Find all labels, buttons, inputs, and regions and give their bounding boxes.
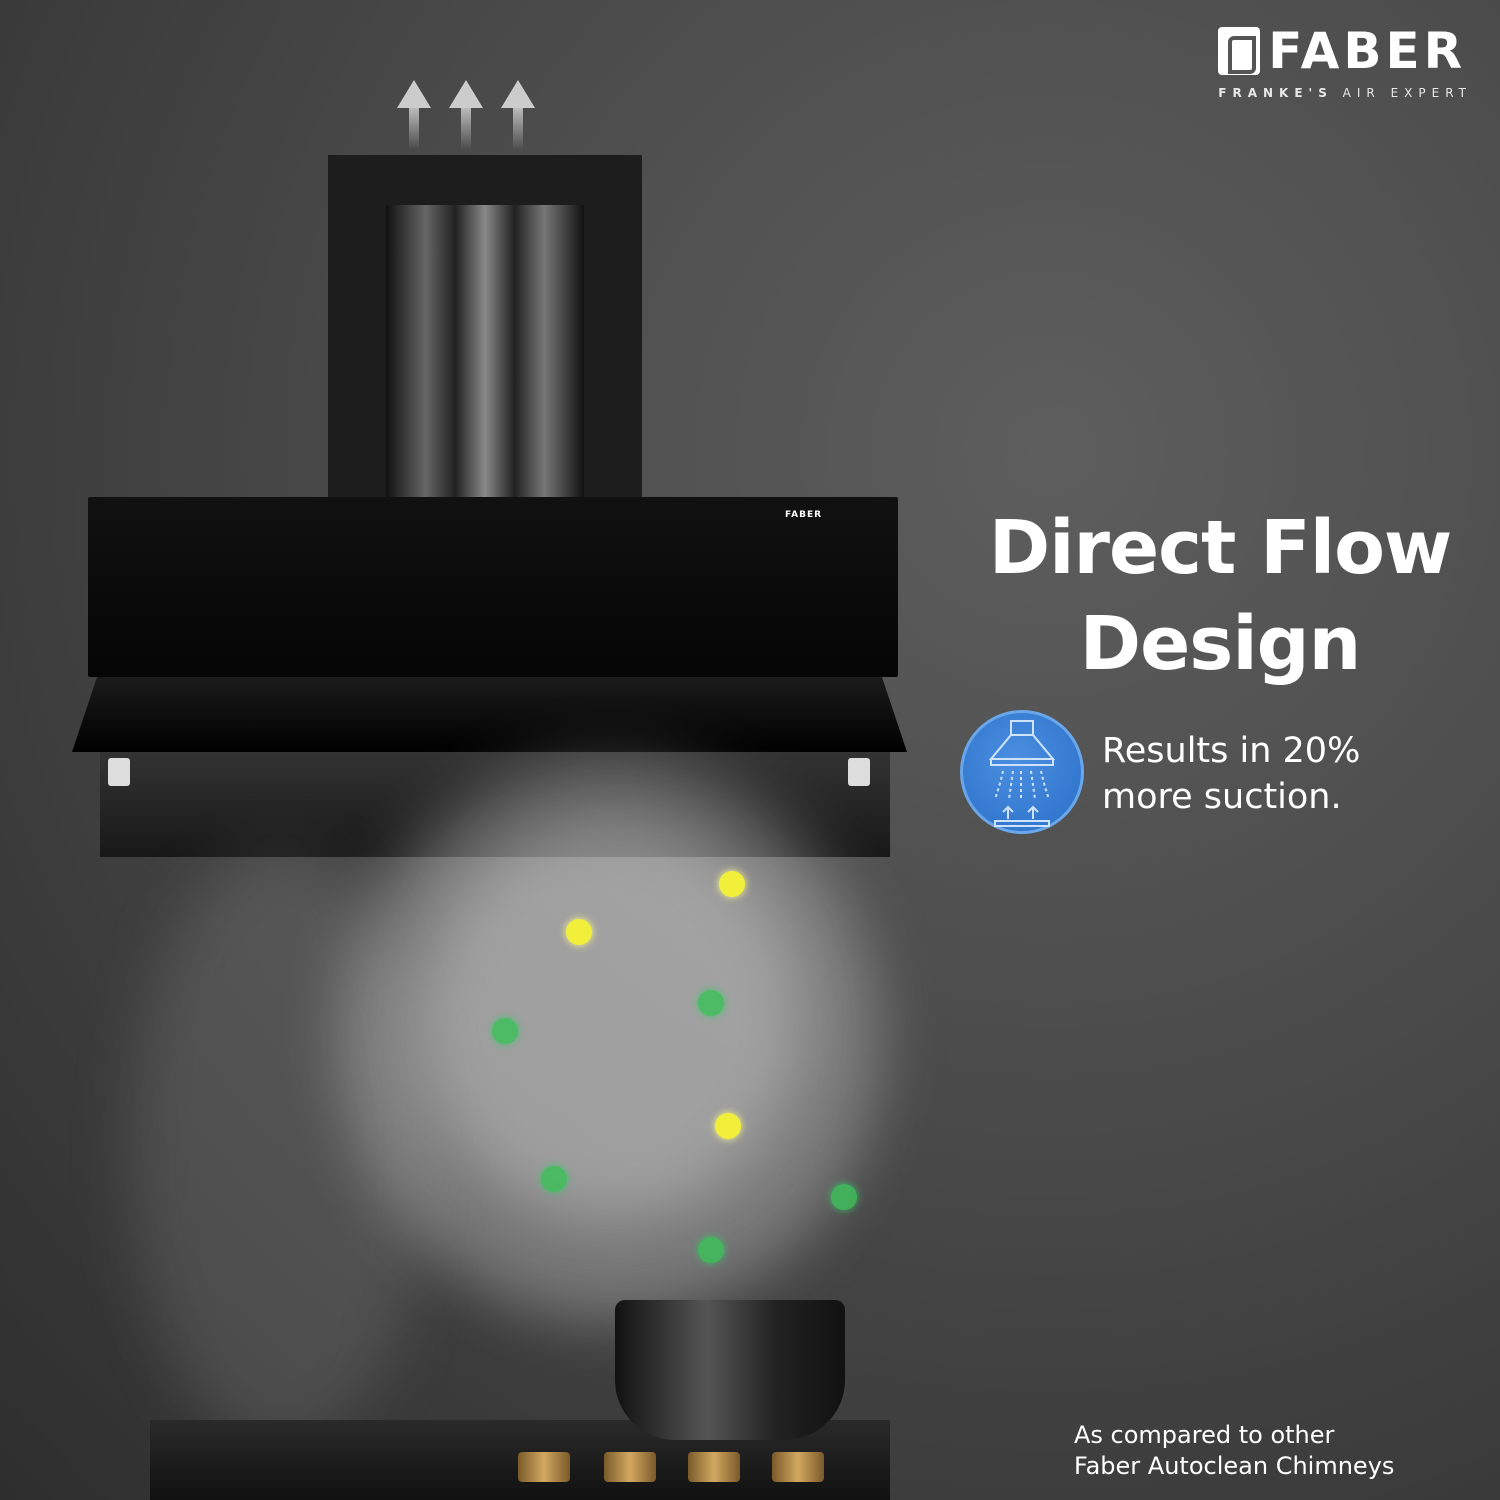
faber-logo-icon xyxy=(1218,27,1261,75)
particle-green xyxy=(831,1184,857,1210)
stove-knob xyxy=(604,1452,656,1482)
footnote: As compared to other Faber Autoclean Chi… xyxy=(1074,1420,1394,1482)
particle-green xyxy=(698,990,724,1016)
hood-glass-panel xyxy=(72,677,907,752)
particle-green xyxy=(698,1237,724,1263)
brand-name: FABER xyxy=(1268,22,1467,80)
tagline-rest: AIR EXPERT xyxy=(1342,86,1472,100)
headline-line2: Design xyxy=(1079,601,1362,687)
particle-yellow xyxy=(715,1113,741,1139)
stove-knob xyxy=(688,1452,740,1482)
particle-green xyxy=(541,1166,567,1192)
feature-claim: Results in 20% more suction. xyxy=(1102,728,1360,820)
particle-yellow xyxy=(566,919,592,945)
smoke xyxy=(130,850,430,1450)
stove-knob xyxy=(772,1452,824,1482)
stove-knob xyxy=(518,1452,570,1482)
cooking-pot xyxy=(615,1300,845,1440)
tagline-bold: FRANKE'S xyxy=(1218,86,1333,100)
claim-line1: Results in 20% xyxy=(1102,731,1361,771)
duct-airflow xyxy=(386,205,584,500)
hood-lamp xyxy=(848,758,870,786)
headline-line1: Direct Flow xyxy=(988,505,1453,591)
footnote-line1: As compared to other xyxy=(1074,1421,1335,1449)
particle-green xyxy=(492,1018,518,1044)
headline: Direct Flow Design xyxy=(960,500,1480,692)
hood-base xyxy=(100,752,890,857)
arrow-up-icon xyxy=(501,80,535,150)
airflow-arrows xyxy=(397,80,535,150)
brand-logo: FABER FRANKE'S AIR EXPERT xyxy=(1218,26,1472,100)
chimney-hood xyxy=(88,497,898,677)
arrow-up-icon xyxy=(397,80,431,150)
hood-lamp xyxy=(108,758,130,786)
arrow-up-icon xyxy=(449,80,483,150)
chimney-suction-icon xyxy=(960,710,1084,834)
smoke xyxy=(340,760,880,1320)
claim-line2: more suction. xyxy=(1102,777,1342,817)
footnote-line2: Faber Autoclean Chimneys xyxy=(1074,1452,1395,1480)
hood-brand-label: FABER xyxy=(785,510,823,520)
particle-yellow xyxy=(719,871,745,897)
